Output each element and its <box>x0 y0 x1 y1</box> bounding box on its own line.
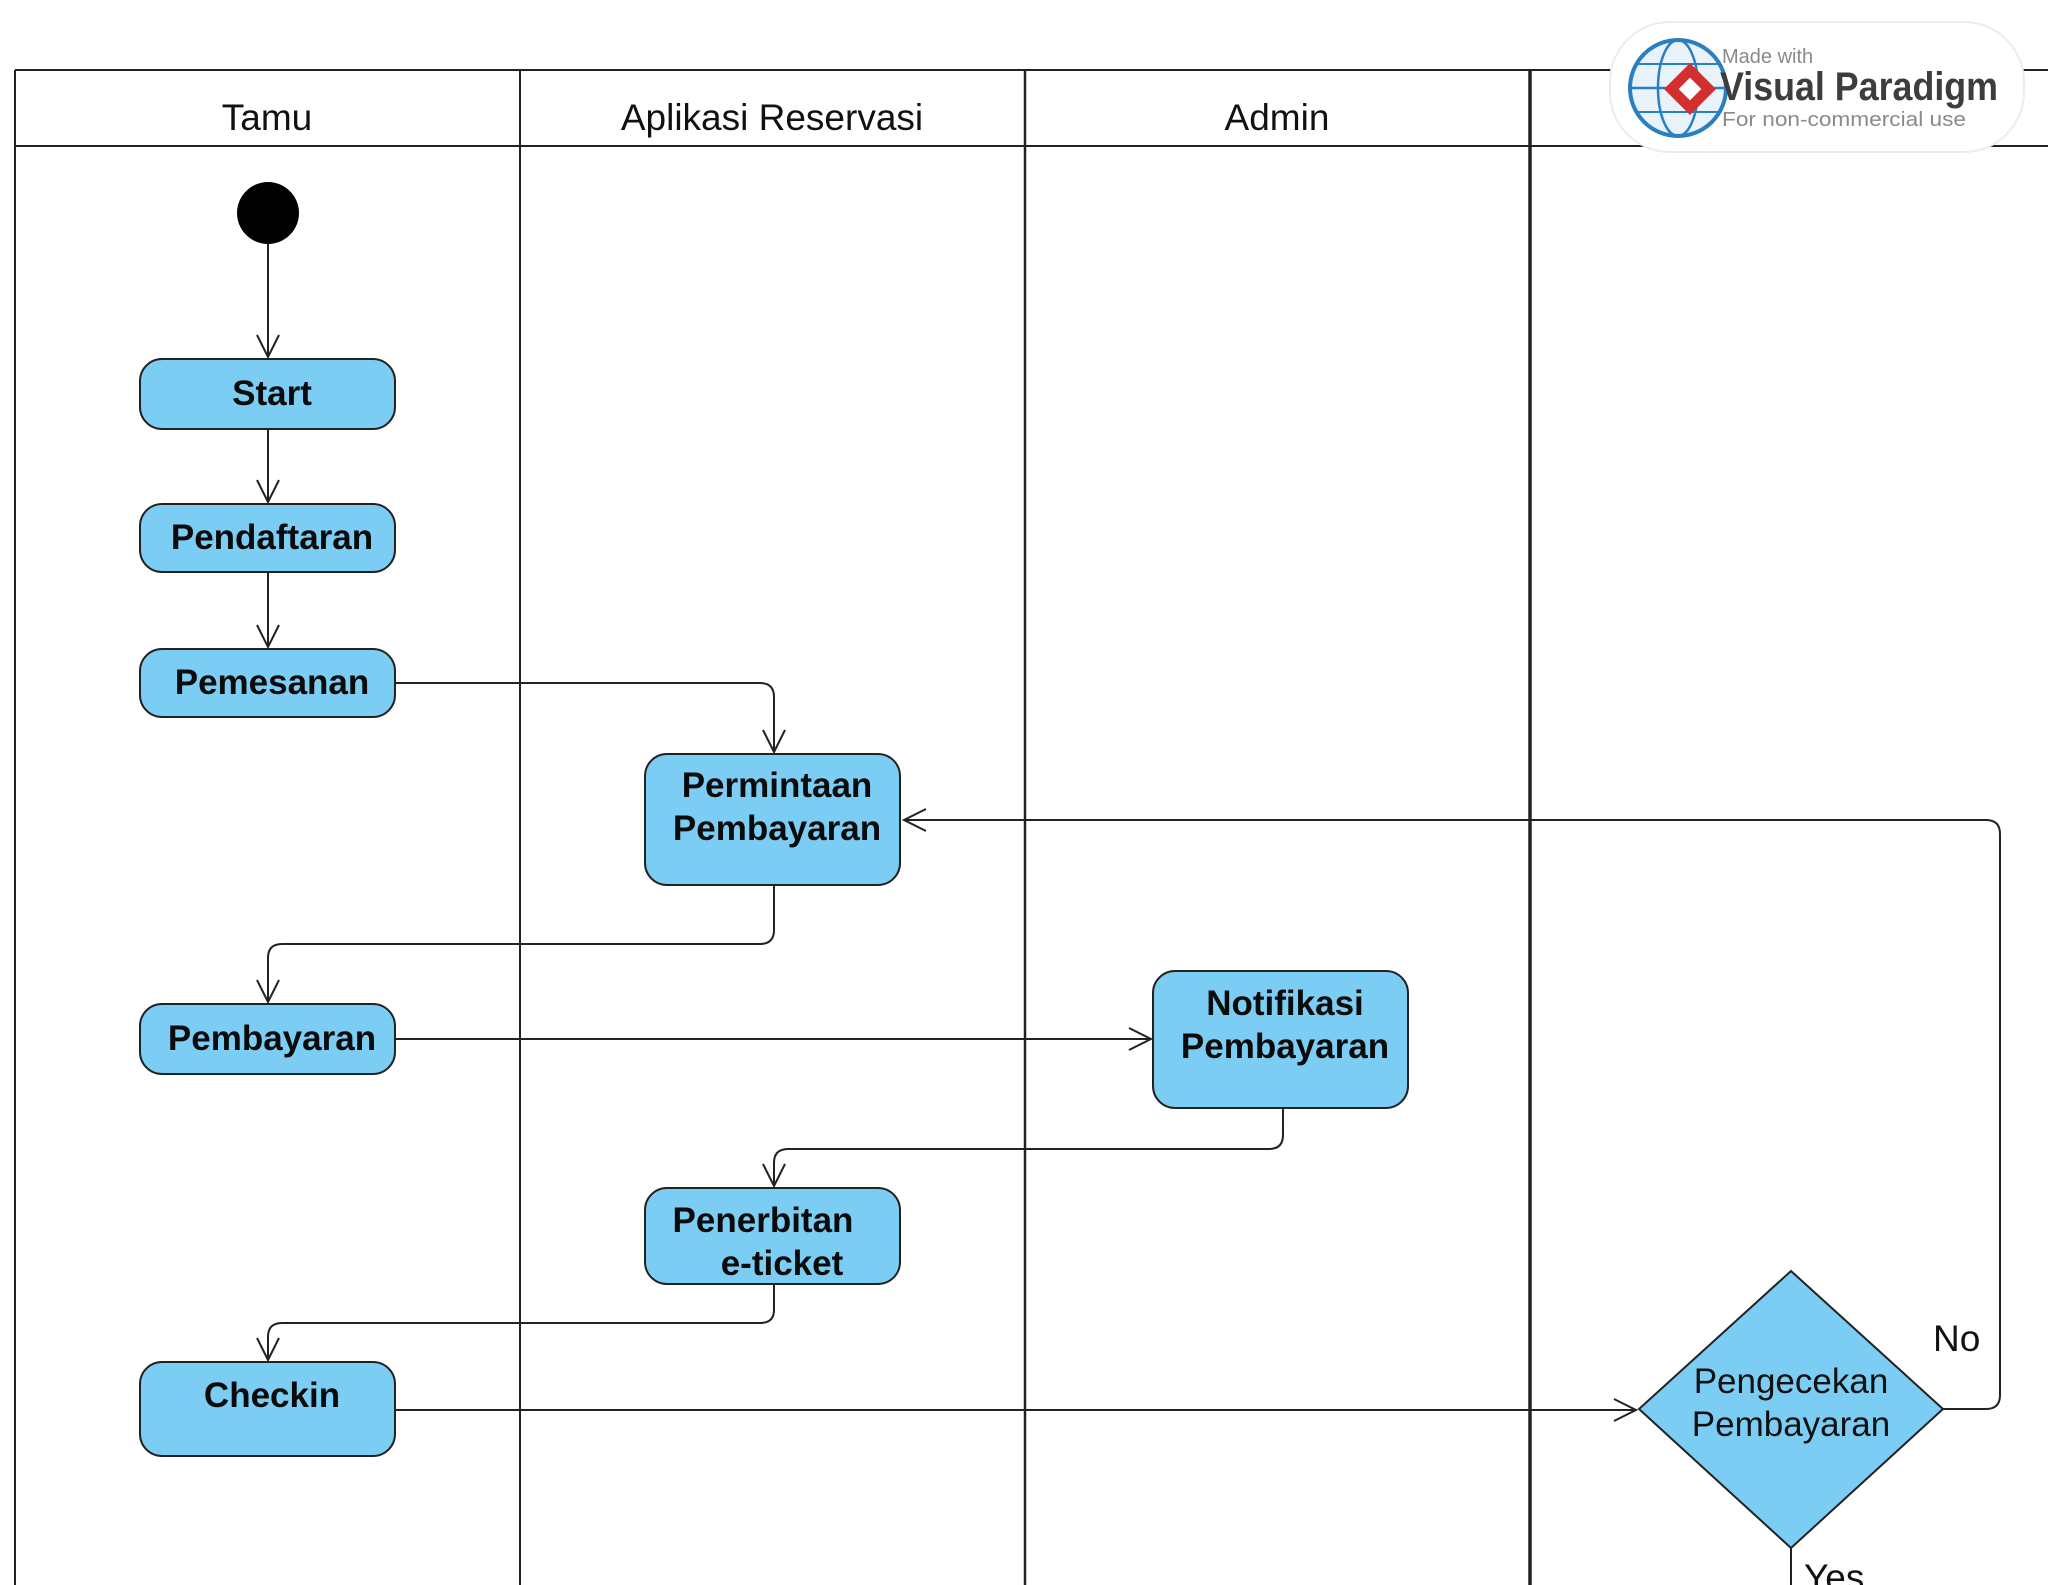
activity-permintaan-label-line1: Permintaan <box>682 766 873 805</box>
activity-notifikasi-label-line2: Pembayaran <box>1181 1027 1389 1066</box>
arrowhead-checkin <box>256 1337 280 1363</box>
activity-penerbitan-label-line1: Penerbitan <box>673 1201 854 1240</box>
activity-pendaftaran-label: Pendaftaran <box>171 518 373 557</box>
activity-pembayaran: Pembayaran <box>139 1003 396 1075</box>
activity-penerbitan-label-line2: e-ticket <box>721 1244 844 1283</box>
activity-permintaan-label-line2: Pembayaran <box>673 809 881 848</box>
lane-title-admin: Admin <box>1225 97 1330 138</box>
watermark-brand: Visual Paradigm <box>1720 65 1998 109</box>
activity-start-label: Start <box>232 374 312 413</box>
decision-pengecekan-pembayaran: Pengecekan Pembayaran <box>1637 1269 1945 1550</box>
guard-no: No <box>1933 1318 1980 1359</box>
arrowhead-decision <box>1613 1398 1639 1422</box>
arrowhead-start <box>256 334 280 360</box>
edge-permintaan-to-pembayaran <box>267 885 775 1002</box>
lane-title-aplikasi-reservasi: Aplikasi Reservasi <box>621 97 923 138</box>
decision-label-line2: Pembayaran <box>1692 1405 1890 1444</box>
arrowhead-pemesanan <box>256 624 280 650</box>
guard-yes: Yes <box>1804 1557 1864 1585</box>
arrowhead-penerbitan <box>762 1163 786 1189</box>
activity-penerbitan-eticket: Penerbitan e-ticket <box>644 1187 901 1285</box>
activity-notifikasi-label-line1: Notifikasi <box>1206 984 1364 1023</box>
activity-pemesanan: Pemesanan <box>139 648 396 718</box>
activity-checkin: Checkin <box>139 1361 396 1457</box>
arrowhead-pendaftaran <box>256 479 280 505</box>
edge-pemesanan-to-permintaan <box>396 682 775 752</box>
initial-node <box>237 182 299 244</box>
edge-notifikasi-to-penerbitan <box>773 1108 1284 1186</box>
visual-paradigm-watermark: Made with Visual Paradigm For non-commer… <box>1609 21 2025 153</box>
activity-permintaan-pembayaran: Permintaan Pembayaran <box>644 753 901 886</box>
activity-start: Start <box>139 358 396 430</box>
arrowhead-pembayaran <box>256 979 280 1005</box>
edges <box>267 244 2001 1585</box>
arrowhead-no-loop <box>901 808 927 832</box>
activity-pendaftaran: Pendaftaran <box>139 503 396 573</box>
activity-notifikasi-pembayaran: Notifikasi Pembayaran <box>1152 970 1409 1109</box>
arrowheads <box>256 334 1639 1422</box>
edge-decision-no-to-permintaan <box>904 819 2001 1410</box>
watermark-note: For non-commercial use <box>1722 109 1966 131</box>
activity-pembayaran-label: Pembayaran <box>168 1019 376 1058</box>
arrowhead-permintaan <box>762 729 786 755</box>
activity-checkin-label: Checkin <box>204 1376 340 1415</box>
visual-paradigm-globe-icon <box>1628 38 1728 138</box>
lane-title-tamu: Tamu <box>222 97 312 138</box>
activity-pemesanan-label: Pemesanan <box>175 663 370 702</box>
watermark-made-with: Made with <box>1722 46 1813 68</box>
decision-label-line1: Pengecekan <box>1694 1362 1889 1401</box>
edge-penerbitan-to-checkin <box>267 1284 775 1360</box>
arrowhead-notifikasi <box>1128 1027 1154 1051</box>
